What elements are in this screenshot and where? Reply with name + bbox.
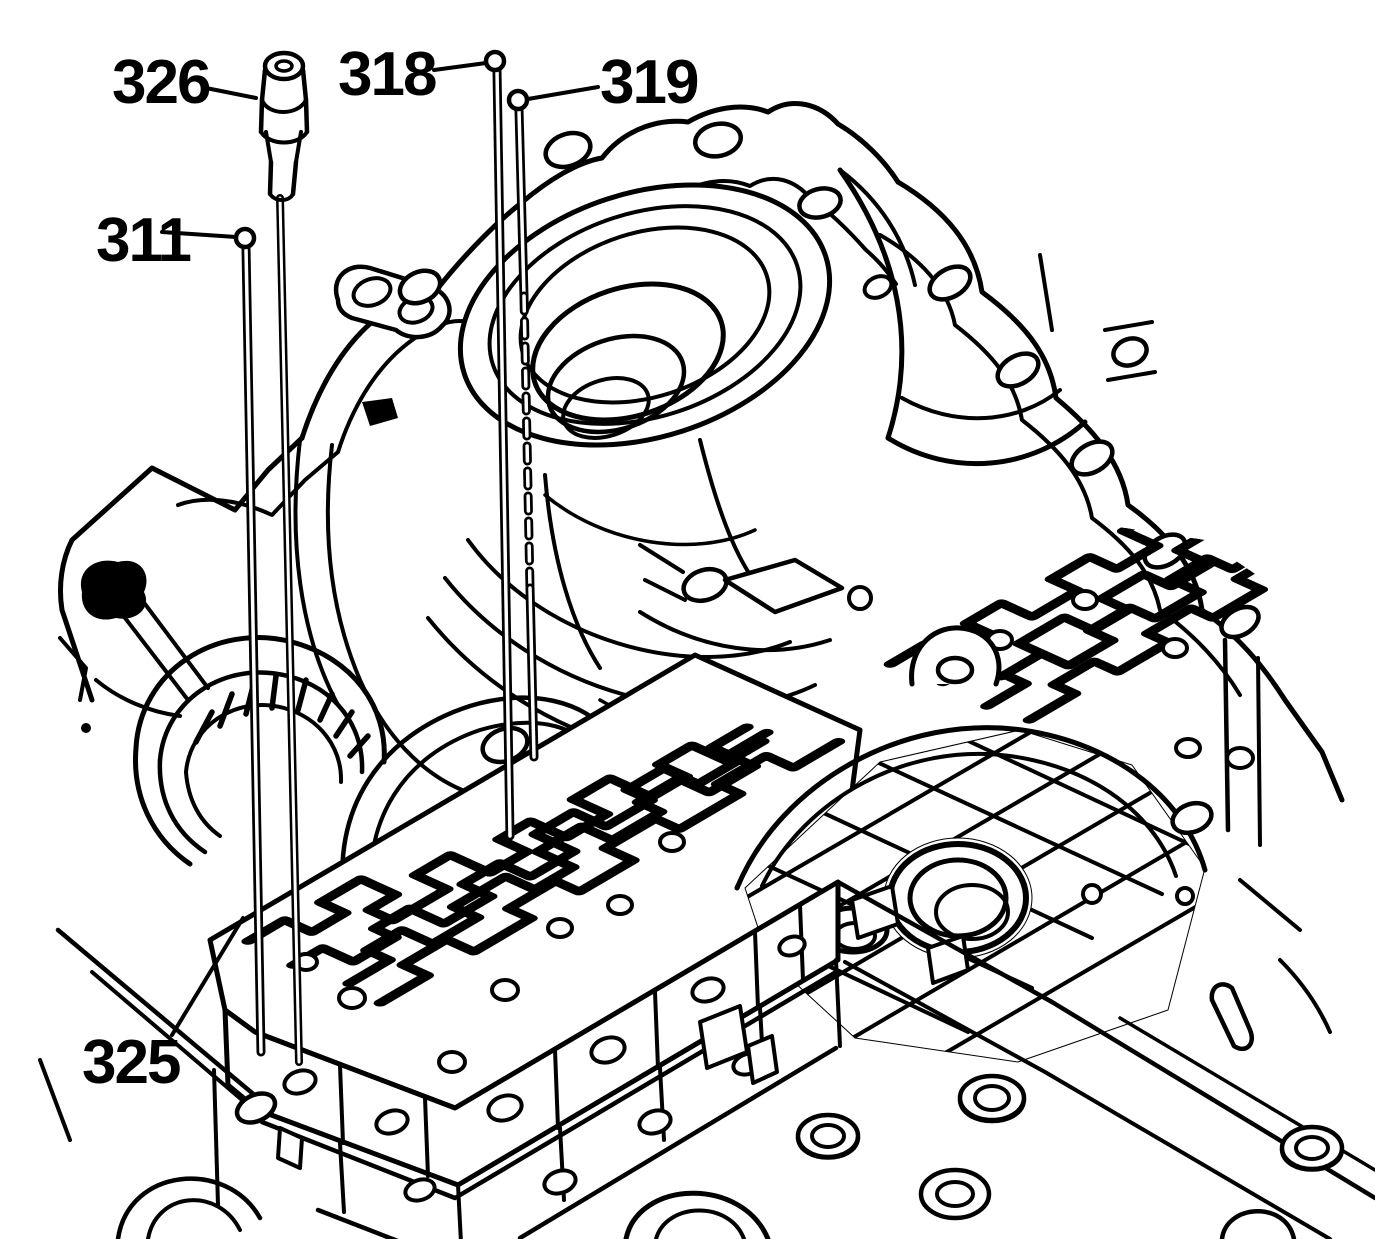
- accumulator-dome: [734, 625, 1208, 1063]
- right-edge-block: [1170, 637, 1332, 1052]
- donut-bosses: [623, 1073, 1345, 1239]
- callout-311: 311: [96, 206, 192, 275]
- bottom-case-details: [38, 879, 1375, 1239]
- callout-318: 318: [338, 40, 437, 109]
- center-bracket: [340, 543, 873, 908]
- alignment-pins: [241, 50, 539, 1066]
- bearing-rollers: [193, 673, 371, 759]
- pin-318: [492, 66, 515, 841]
- stack-verticals: [338, 903, 805, 1178]
- callout-leaders: [160, 49, 600, 1037]
- right-pocket: [837, 167, 1157, 467]
- callout-325: 325: [82, 1028, 181, 1097]
- vent-fitting-326: [258, 50, 310, 1066]
- pin-311: [241, 243, 266, 1057]
- main-bore-rings: [457, 182, 833, 448]
- pin-319: [514, 105, 539, 762]
- callout-326: 326: [112, 48, 211, 117]
- callout-319: 319: [600, 48, 699, 117]
- valve-body-stack-front: [222, 879, 970, 1239]
